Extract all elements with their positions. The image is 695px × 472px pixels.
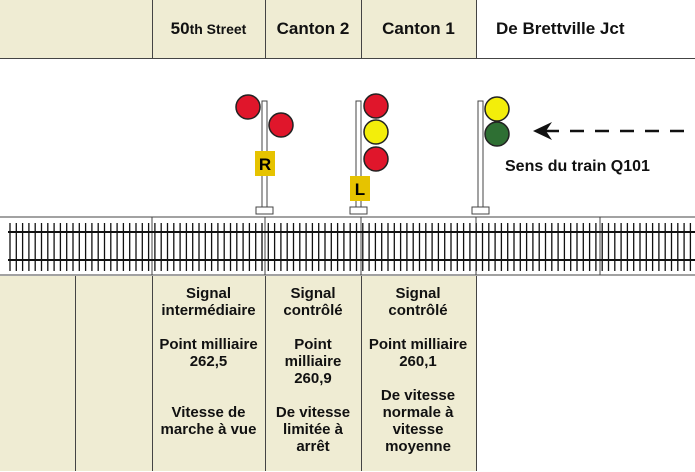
plate-l-label: L bbox=[355, 180, 365, 199]
signal-light-red bbox=[363, 93, 389, 119]
col-divider bbox=[476, 0, 477, 58]
signal-light-red bbox=[235, 94, 261, 120]
milepost: Point milliaire 260,1 bbox=[368, 336, 468, 370]
signal-light-red bbox=[268, 112, 294, 138]
col-divider bbox=[361, 276, 362, 471]
col-divider bbox=[265, 276, 266, 471]
speed: De vitesse normale à vitesse moyenne bbox=[380, 387, 456, 455]
speed: Vitesse de marche à vue bbox=[160, 404, 257, 438]
header-label-main: 50 bbox=[170, 19, 190, 38]
table-cell-canton-1: Signal contrôlé Point milliaire 260,1 De… bbox=[368, 285, 468, 472]
col-divider bbox=[152, 276, 153, 471]
col-divider bbox=[361, 0, 362, 58]
signal-light-yellow bbox=[484, 96, 510, 122]
header-label-sup: th Street bbox=[189, 21, 247, 37]
signal-canton-2: L bbox=[349, 93, 389, 215]
table-cell-canton-2: Signal contrôlé Point milliaire 260,9 De… bbox=[268, 285, 358, 472]
signal-canton-1 bbox=[471, 96, 510, 215]
header-band bbox=[0, 0, 476, 58]
plate-r bbox=[255, 151, 275, 176]
table-band bbox=[0, 276, 476, 471]
col-divider bbox=[476, 276, 477, 471]
signal-type: Signal contrôlé bbox=[388, 285, 448, 319]
header-de-brettville-jct: De Brettville Jct bbox=[496, 19, 625, 38]
signal-50th-street: R bbox=[235, 94, 294, 215]
milepost: Point milliaire 260,9 bbox=[284, 336, 342, 387]
speed: De vitesse limitée à arrêt bbox=[275, 404, 351, 455]
plate-l bbox=[350, 176, 370, 201]
rails bbox=[8, 231, 695, 261]
signal-light-red bbox=[363, 146, 389, 172]
milepost: Point milliaire 262,5 bbox=[159, 336, 258, 370]
direction-arrow-icon bbox=[533, 122, 695, 140]
header-divider bbox=[0, 58, 695, 59]
signal-type: Signal contrôlé bbox=[283, 285, 343, 319]
signal-light-green bbox=[484, 121, 510, 147]
col-divider bbox=[152, 0, 153, 58]
col-divider bbox=[75, 276, 76, 471]
header-canton-1: Canton 1 bbox=[382, 19, 455, 38]
signal-light-yellow bbox=[363, 119, 389, 145]
table-cell-50th: Signal intermédiaire Point milliaire 262… bbox=[150, 285, 267, 455]
direction-label: Sens du train Q101 bbox=[505, 158, 650, 175]
col-divider bbox=[265, 0, 266, 58]
track-ties bbox=[9, 223, 692, 271]
plate-r-label: R bbox=[259, 155, 271, 174]
header-canton-2: Canton 2 bbox=[276, 19, 350, 38]
signal-type: Signal intermédiaire bbox=[161, 285, 256, 319]
